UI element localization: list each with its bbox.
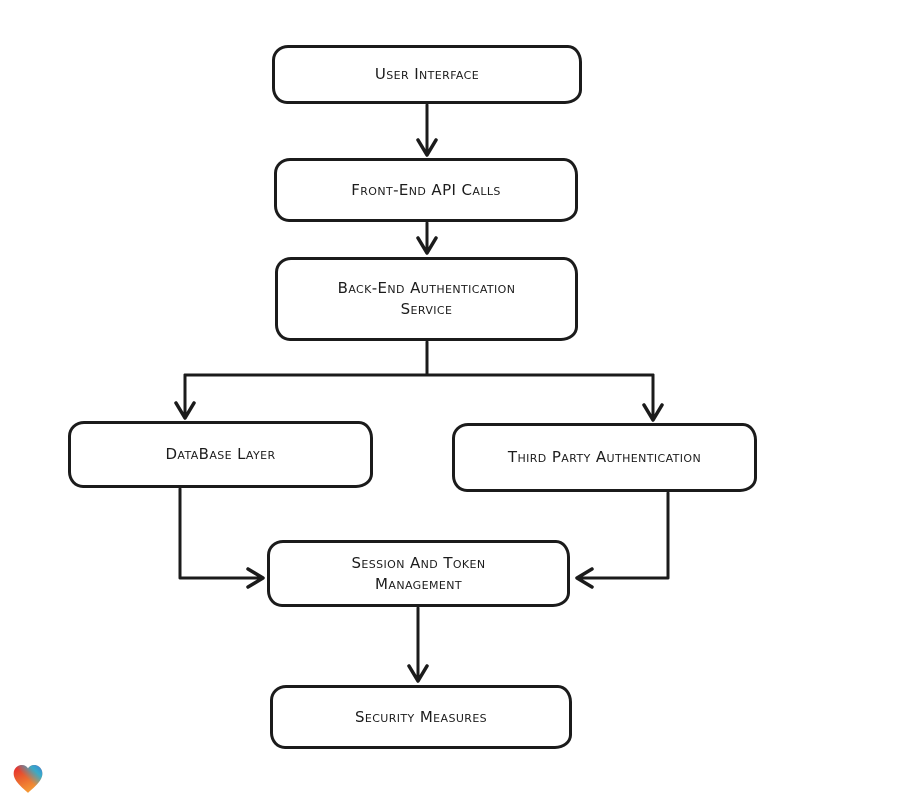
edge-ui-to-api: [416, 103, 438, 157]
node-session-and-token-management-label: Session And Token Management: [351, 553, 486, 593]
node-back-end-authentication-service[interactable]: Back-End Authentication Service: [275, 257, 578, 341]
node-front-end-api-calls-label: Front-End API Calls: [351, 180, 501, 199]
node-front-end-api-calls[interactable]: Front-End API Calls: [274, 158, 578, 222]
edge-api-to-backend: [416, 221, 438, 255]
node-session-and-token-management[interactable]: Session And Token Management: [267, 540, 570, 607]
node-security-measures-label: Security Measures: [354, 707, 488, 726]
edge-thirdparty-to-session: [575, 491, 670, 589]
node-third-party-authentication-label: Third Party Authentication: [507, 448, 702, 466]
node-database-layer[interactable]: DataBase Layer: [68, 421, 373, 488]
node-user-interface[interactable]: User Interface: [272, 45, 582, 104]
node-back-end-authentication-service-label: Back-End Authentication Service: [337, 279, 516, 318]
edge-db-to-session: [178, 487, 265, 589]
node-user-interface-label: User Interface: [374, 65, 480, 83]
edge-session-to-security: [407, 606, 429, 683]
node-database-layer-label: DataBase Layer: [165, 445, 276, 463]
node-security-measures[interactable]: Security Measures: [270, 685, 572, 749]
edge-backend-split: [174, 340, 664, 422]
heart-gradient-icon[interactable]: [11, 761, 45, 797]
node-third-party-authentication[interactable]: Third Party Authentication: [452, 423, 757, 492]
